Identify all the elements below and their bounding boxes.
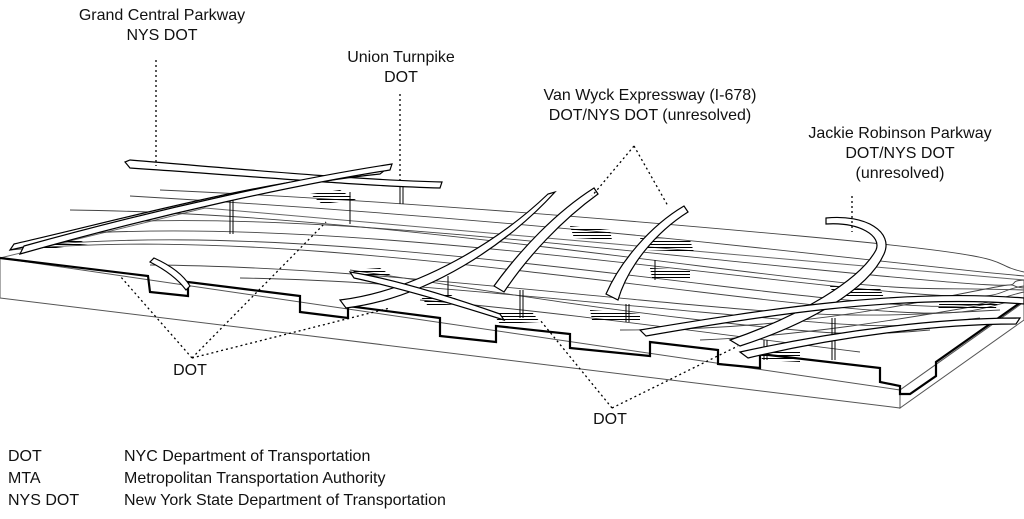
leader-lines: [119, 60, 853, 409]
legend-row-nys-dot: NYS DOT New York State Department of Tra…: [8, 490, 446, 512]
label-van-wyck-expressway: Van Wyck Expressway (I-678) DOT/NYS DOT …: [520, 86, 780, 126]
label-vw-name: Van Wyck Expressway (I-678): [543, 87, 757, 104]
label-jr-name: Jackie Robinson Parkway: [808, 125, 992, 142]
label-dot-right: DOT: [593, 411, 627, 428]
van-wyck-left-bridge: [493, 187, 599, 293]
right-lower-ramp: [738, 317, 1022, 359]
label-jr-status: (unresolved): [855, 165, 945, 182]
legend-abbr: MTA: [8, 470, 41, 487]
label-grand-central-parkway: Grand Central Parkway NYS DOT: [62, 6, 262, 46]
legend-full: Metropolitan Transportation Authority: [124, 470, 386, 487]
legend: DOT NYC Department of Transportation MTA…: [8, 446, 446, 512]
van-wyck-right-bridge: [605, 205, 689, 301]
support-columns: [229, 186, 836, 360]
long-flyover-ramp: [18, 163, 393, 255]
ground-slab: [0, 207, 1024, 409]
label-jackie-robinson-parkway: Jackie Robinson Parkway DOT/NYS DOT (unr…: [790, 124, 1010, 184]
label-vw-owner: DOT/NYS DOT (unresolved): [548, 107, 752, 124]
label-gcp-owner: NYS DOT: [126, 27, 198, 44]
slab-edge: [0, 256, 1024, 396]
left-descending-ramp: [148, 257, 191, 291]
legend-abbr: DOT: [8, 448, 42, 465]
label-dot-left: DOT: [173, 362, 207, 379]
label-union-turnpike: Union Turnpike DOT: [316, 48, 486, 88]
elevated-roadways: [8, 159, 1024, 359]
legend-abbr: NYS DOT: [8, 492, 80, 509]
legend-row-mta: MTA Metropolitan Transportation Authorit…: [8, 468, 446, 490]
label-jr-owner: DOT/NYS DOT: [845, 145, 955, 162]
label-gcp-name: Grand Central Parkway: [78, 7, 246, 24]
grand-central-bridge: [124, 159, 443, 189]
legend-full: NYC Department of Transportation: [124, 448, 371, 465]
legend-full: New York State Department of Transportat…: [124, 492, 446, 509]
legend-row-dot: DOT NYC Department of Transportation: [8, 446, 446, 468]
label-union-name: Union Turnpike: [347, 49, 455, 66]
label-union-owner: DOT: [384, 69, 418, 86]
right-long-ramp: [638, 294, 1024, 337]
center-flyover-lower: [348, 271, 506, 322]
